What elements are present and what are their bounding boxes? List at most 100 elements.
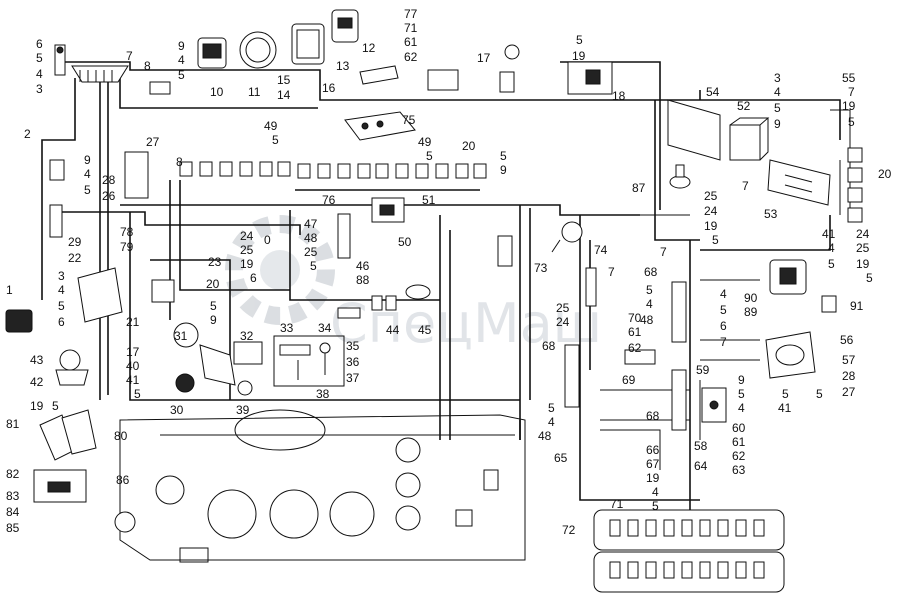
label-71: 71 xyxy=(404,21,418,35)
label-19e: 19 xyxy=(646,471,660,485)
component-1-switch-icon xyxy=(5,309,33,333)
label-66: 66 xyxy=(646,443,660,457)
label-38: 38 xyxy=(316,387,330,401)
label-4i: 4 xyxy=(652,485,659,499)
component-9-left-icon xyxy=(49,159,65,181)
component-17-lamp-icon xyxy=(499,44,520,93)
label-5m: 5 xyxy=(52,399,59,413)
component-10-gauge-icon xyxy=(197,37,227,69)
component-53-plate-icon xyxy=(767,159,831,206)
label-5h: 5 xyxy=(426,149,433,163)
component-87-switch-icon xyxy=(669,164,691,189)
label-7f: 7 xyxy=(742,179,749,193)
component-26-bracket-icon xyxy=(124,151,149,199)
label-20: 20 xyxy=(878,167,892,181)
label-73: 73 xyxy=(534,261,548,275)
label-57: 57 xyxy=(842,353,856,367)
label-17: 17 xyxy=(477,51,491,65)
label-30: 30 xyxy=(170,403,184,417)
label-63: 63 xyxy=(732,463,746,477)
label-10: 10 xyxy=(210,85,224,99)
label-62c: 62 xyxy=(732,449,746,463)
label-5i: 5 xyxy=(500,149,507,163)
fuse-row-76-icon xyxy=(179,161,487,179)
label-71b: 71 xyxy=(610,497,624,511)
label-48c: 48 xyxy=(538,429,552,443)
label-35: 35 xyxy=(346,339,360,353)
component-50-relay-icon xyxy=(371,197,405,223)
label-5c: 5 xyxy=(576,33,583,47)
label-5f: 5 xyxy=(84,183,91,197)
label-5k: 5 xyxy=(210,299,217,313)
label-0: 0 xyxy=(264,233,271,247)
label-28b: 28 xyxy=(842,369,856,383)
label-41c: 41 xyxy=(778,401,792,415)
label-6: 6 xyxy=(36,37,43,51)
label-9b: 9 xyxy=(774,117,781,131)
label-24d: 24 xyxy=(856,227,870,241)
label-89: 89 xyxy=(744,305,758,319)
label-39: 39 xyxy=(236,403,250,417)
label-3b: 3 xyxy=(774,71,781,85)
label-27b: 27 xyxy=(842,385,856,399)
label-29: 29 xyxy=(68,235,82,249)
label-53: 53 xyxy=(764,207,778,221)
component-43-lamp-icon xyxy=(55,349,89,386)
label-4d: 4 xyxy=(84,167,91,181)
label-79: 79 xyxy=(120,240,134,254)
label-59: 59 xyxy=(696,363,710,377)
label-42: 42 xyxy=(30,375,44,389)
label-5o: 5 xyxy=(646,283,653,297)
component-13-indicator-icon xyxy=(291,23,325,65)
label-65: 65 xyxy=(554,451,568,465)
label-88: 88 xyxy=(356,273,370,287)
label-87: 87 xyxy=(632,181,646,195)
component-31-switch-icon xyxy=(173,322,253,396)
label-52: 52 xyxy=(737,99,751,113)
label-3: 3 xyxy=(36,82,43,96)
label-25b: 25 xyxy=(240,243,254,257)
label-41b: 41 xyxy=(822,227,836,241)
label-26: 26 xyxy=(102,189,116,203)
component-8-connector-icon xyxy=(149,81,171,95)
label-61c: 61 xyxy=(732,435,746,449)
label-76: 76 xyxy=(322,193,336,207)
label-7b: 7 xyxy=(848,85,855,99)
label-55: 55 xyxy=(842,71,856,85)
label-51: 51 xyxy=(422,193,436,207)
component-75-cluster-icon xyxy=(344,111,416,141)
label-8b: 8 xyxy=(176,155,183,169)
label-17: 17 xyxy=(126,345,140,359)
label-25d: 25 xyxy=(704,189,718,203)
label-5u: 5 xyxy=(828,257,835,271)
component-54-bracket-icon xyxy=(667,99,721,161)
label-5t: 5 xyxy=(712,233,719,247)
label-5e: 5 xyxy=(848,115,855,129)
label-70: 70 xyxy=(628,311,642,325)
label-20b: 20 xyxy=(462,139,476,153)
label-27: 27 xyxy=(146,135,160,149)
component-44-45-icon xyxy=(371,284,431,311)
label-91: 91 xyxy=(850,299,864,313)
label-20c: 20 xyxy=(206,277,220,291)
label-9: 9 xyxy=(178,39,185,53)
component-7-terminal-block-icon xyxy=(71,65,129,83)
label-19b: 19 xyxy=(842,99,856,113)
label-24: 24 xyxy=(240,229,254,243)
label-4j: 4 xyxy=(720,287,727,301)
label-5b: 5 xyxy=(178,68,185,82)
label-4b: 4 xyxy=(178,53,185,67)
label-31: 31 xyxy=(174,329,188,343)
label-5s: 5 xyxy=(720,303,727,317)
component-32-connector-icon xyxy=(233,341,263,365)
label-4f: 4 xyxy=(646,297,653,311)
label-4g: 4 xyxy=(548,415,555,429)
component-91-switch-icon xyxy=(821,295,837,313)
label-49b: 49 xyxy=(418,135,432,149)
label-16: 16 xyxy=(322,81,336,95)
component-12-sensor-icon xyxy=(331,9,359,43)
label-7c: 7 xyxy=(660,245,667,259)
label-28: 28 xyxy=(102,173,116,187)
